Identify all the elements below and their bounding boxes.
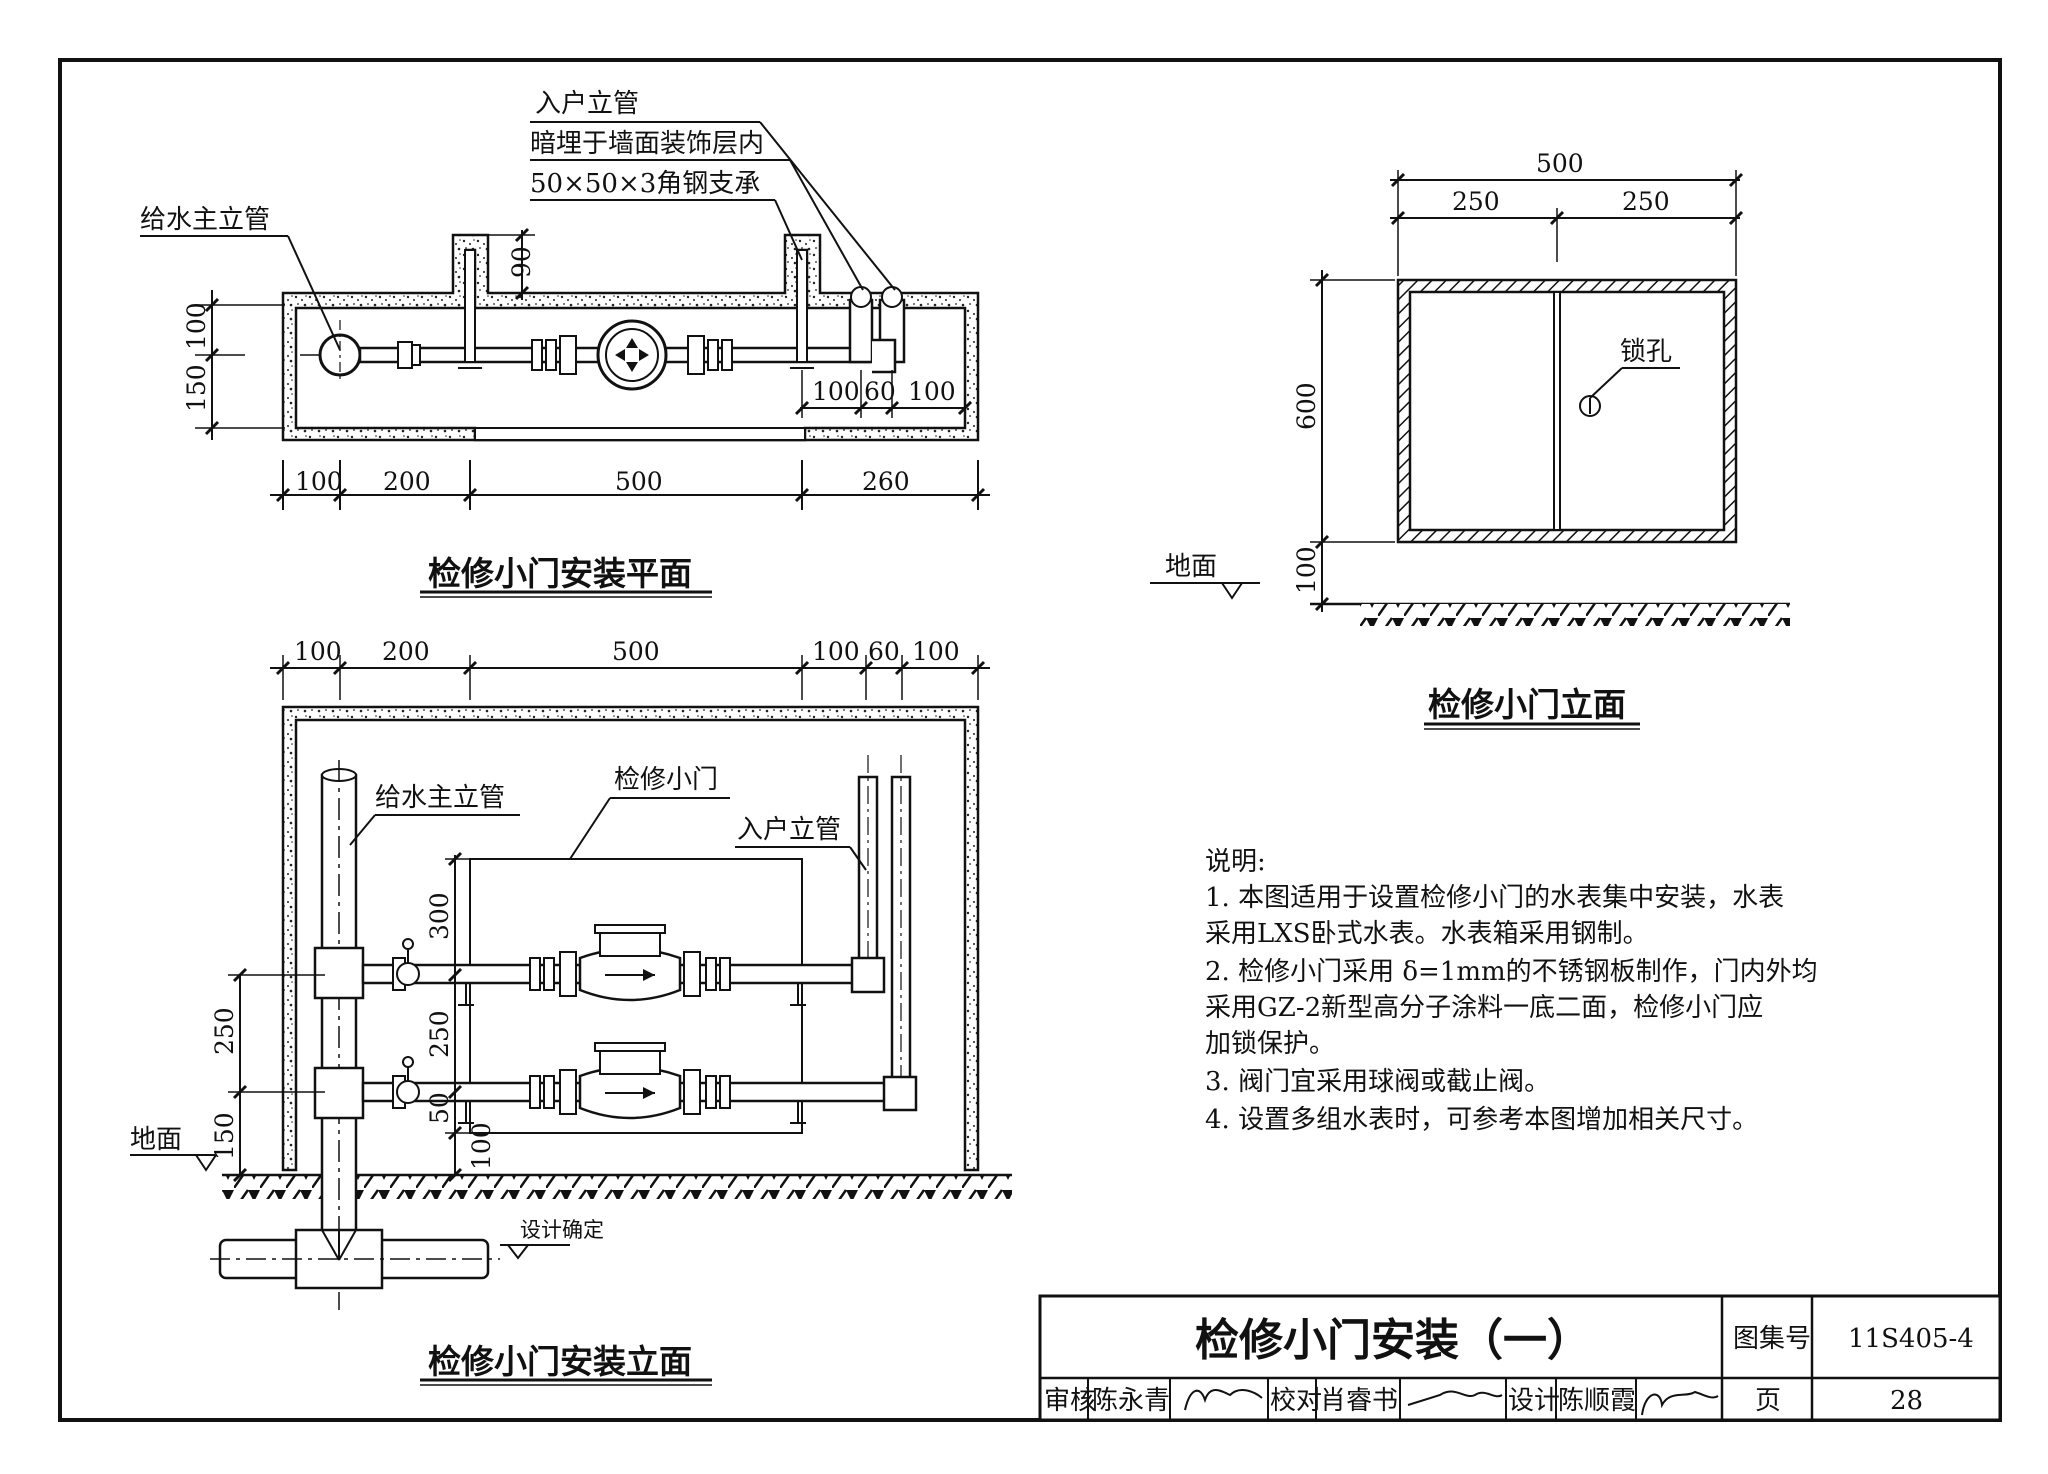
elev-dim-top-1: 100 bbox=[294, 637, 342, 666]
plan-label-main-riser: 给水主立管 bbox=[140, 205, 270, 235]
door-label-lock: 锁孔 bbox=[1620, 337, 1672, 367]
elevation-title: 检修小门安装立面 bbox=[428, 1342, 692, 1381]
reviewer-name: 陈永青 bbox=[1092, 1386, 1170, 1416]
notes-line-5: 加锁保护。 bbox=[1205, 1029, 1335, 1059]
plan-dim-inner-3: 100 bbox=[908, 377, 956, 406]
plan-dim-inner-2: 60 bbox=[864, 377, 896, 406]
plan-title: 检修小门安装平面 bbox=[428, 554, 692, 593]
notes-line-3: 2. 检修小门采用 δ=1mm的不锈钢板制作，门内外均 bbox=[1205, 957, 1818, 987]
plan-label-entry-riser: 入户立管 bbox=[535, 89, 639, 119]
checker-name: 肖睿书 bbox=[1320, 1386, 1398, 1416]
plan-dim-top: 90 bbox=[507, 246, 536, 278]
elev-dim-top-4: 100 bbox=[812, 637, 860, 666]
elev-label-entry-riser: 入户立管 bbox=[737, 815, 841, 845]
atlas-number: 11S405-4 bbox=[1848, 1324, 1974, 1354]
design-label: 设计 bbox=[1508, 1386, 1560, 1416]
elev-dim-left-2: 150 bbox=[210, 1112, 239, 1160]
plan-dim-left-2: 150 bbox=[182, 364, 211, 412]
door-dim-height: 600 bbox=[1292, 382, 1321, 430]
elevation-view bbox=[130, 655, 1012, 1386]
plan-dim-bottom-4: 260 bbox=[862, 467, 910, 496]
drawing-title: 检修小门安装（一） bbox=[1195, 1315, 1591, 1366]
sheet-border bbox=[58, 58, 2002, 1422]
atlas-label: 图集号 bbox=[1733, 1324, 1811, 1354]
elev-dim-top-2: 200 bbox=[382, 637, 430, 666]
elev-dim-top-3: 500 bbox=[612, 637, 660, 666]
page-number: 28 bbox=[1890, 1386, 1923, 1416]
door-title: 检修小门立面 bbox=[1428, 685, 1626, 724]
elev-label-ground: 地面 bbox=[130, 1125, 182, 1155]
notes-line-2: 采用LXS卧式水表。水表箱采用钢制。 bbox=[1205, 919, 1649, 949]
plan-dim-bottom-1: 100 bbox=[295, 467, 343, 496]
notes-line-7: 4. 设置多组水表时，可参考本图增加相关尺寸。 bbox=[1205, 1105, 1758, 1135]
door-dim-total: 500 bbox=[1536, 149, 1584, 178]
checker-signature bbox=[1407, 1390, 1503, 1406]
reviewer-signature bbox=[1184, 1388, 1263, 1411]
elev-dim-inner-3: 50 bbox=[425, 1092, 454, 1124]
elev-dim-top-6: 100 bbox=[912, 637, 960, 666]
designer-name: 陈顺霞 bbox=[1558, 1386, 1636, 1416]
elev-dim-inner-4: 100 bbox=[467, 1122, 496, 1170]
elev-dim-inner-2: 250 bbox=[425, 1010, 454, 1058]
elev-label-design: 设计确定 bbox=[520, 1218, 604, 1242]
elev-dim-inner-1: 300 bbox=[425, 892, 454, 940]
review-label: 审核 bbox=[1044, 1386, 1096, 1416]
plan-label-angle: 50×50×3角钢支承 bbox=[530, 169, 760, 199]
plan-dim-inner-1: 100 bbox=[812, 377, 860, 406]
plan-dim-bottom-3: 500 bbox=[615, 467, 663, 496]
door-dim-split-2: 250 bbox=[1622, 187, 1670, 216]
designer-signature bbox=[1641, 1390, 1719, 1416]
title-block bbox=[1038, 1294, 2002, 1422]
notes-line-4: 采用GZ-2新型高分子涂料一底二面，检修小门应 bbox=[1205, 993, 1763, 1023]
plan-dim-bottom-2: 200 bbox=[383, 467, 431, 496]
elev-label-door: 检修小门 bbox=[614, 765, 718, 795]
plan-view bbox=[140, 121, 990, 598]
door-label-ground: 地面 bbox=[1165, 552, 1217, 582]
plan-dim-left-1: 100 bbox=[182, 302, 211, 350]
elev-label-main-riser: 给水主立管 bbox=[375, 783, 505, 813]
notes-heading: 说明: bbox=[1205, 847, 1266, 877]
door-dim-split-1: 250 bbox=[1452, 187, 1500, 216]
plan-label-embed: 暗埋于墙面装饰层内 bbox=[530, 129, 764, 159]
elev-dim-top-5: 60 bbox=[868, 637, 900, 666]
check-label: 校对 bbox=[1270, 1386, 1322, 1416]
door-view bbox=[1150, 170, 1790, 730]
door-dim-base: 100 bbox=[1292, 546, 1321, 594]
notes-line-1: 1. 本图适用于设置检修小门的水表集中安装，水表 bbox=[1205, 883, 1784, 913]
elev-dim-left-1: 250 bbox=[210, 1007, 239, 1055]
notes-line-6: 3. 阀门宜采用球阀或截止阀。 bbox=[1205, 1067, 1550, 1097]
page-label: 页 bbox=[1755, 1386, 1781, 1416]
